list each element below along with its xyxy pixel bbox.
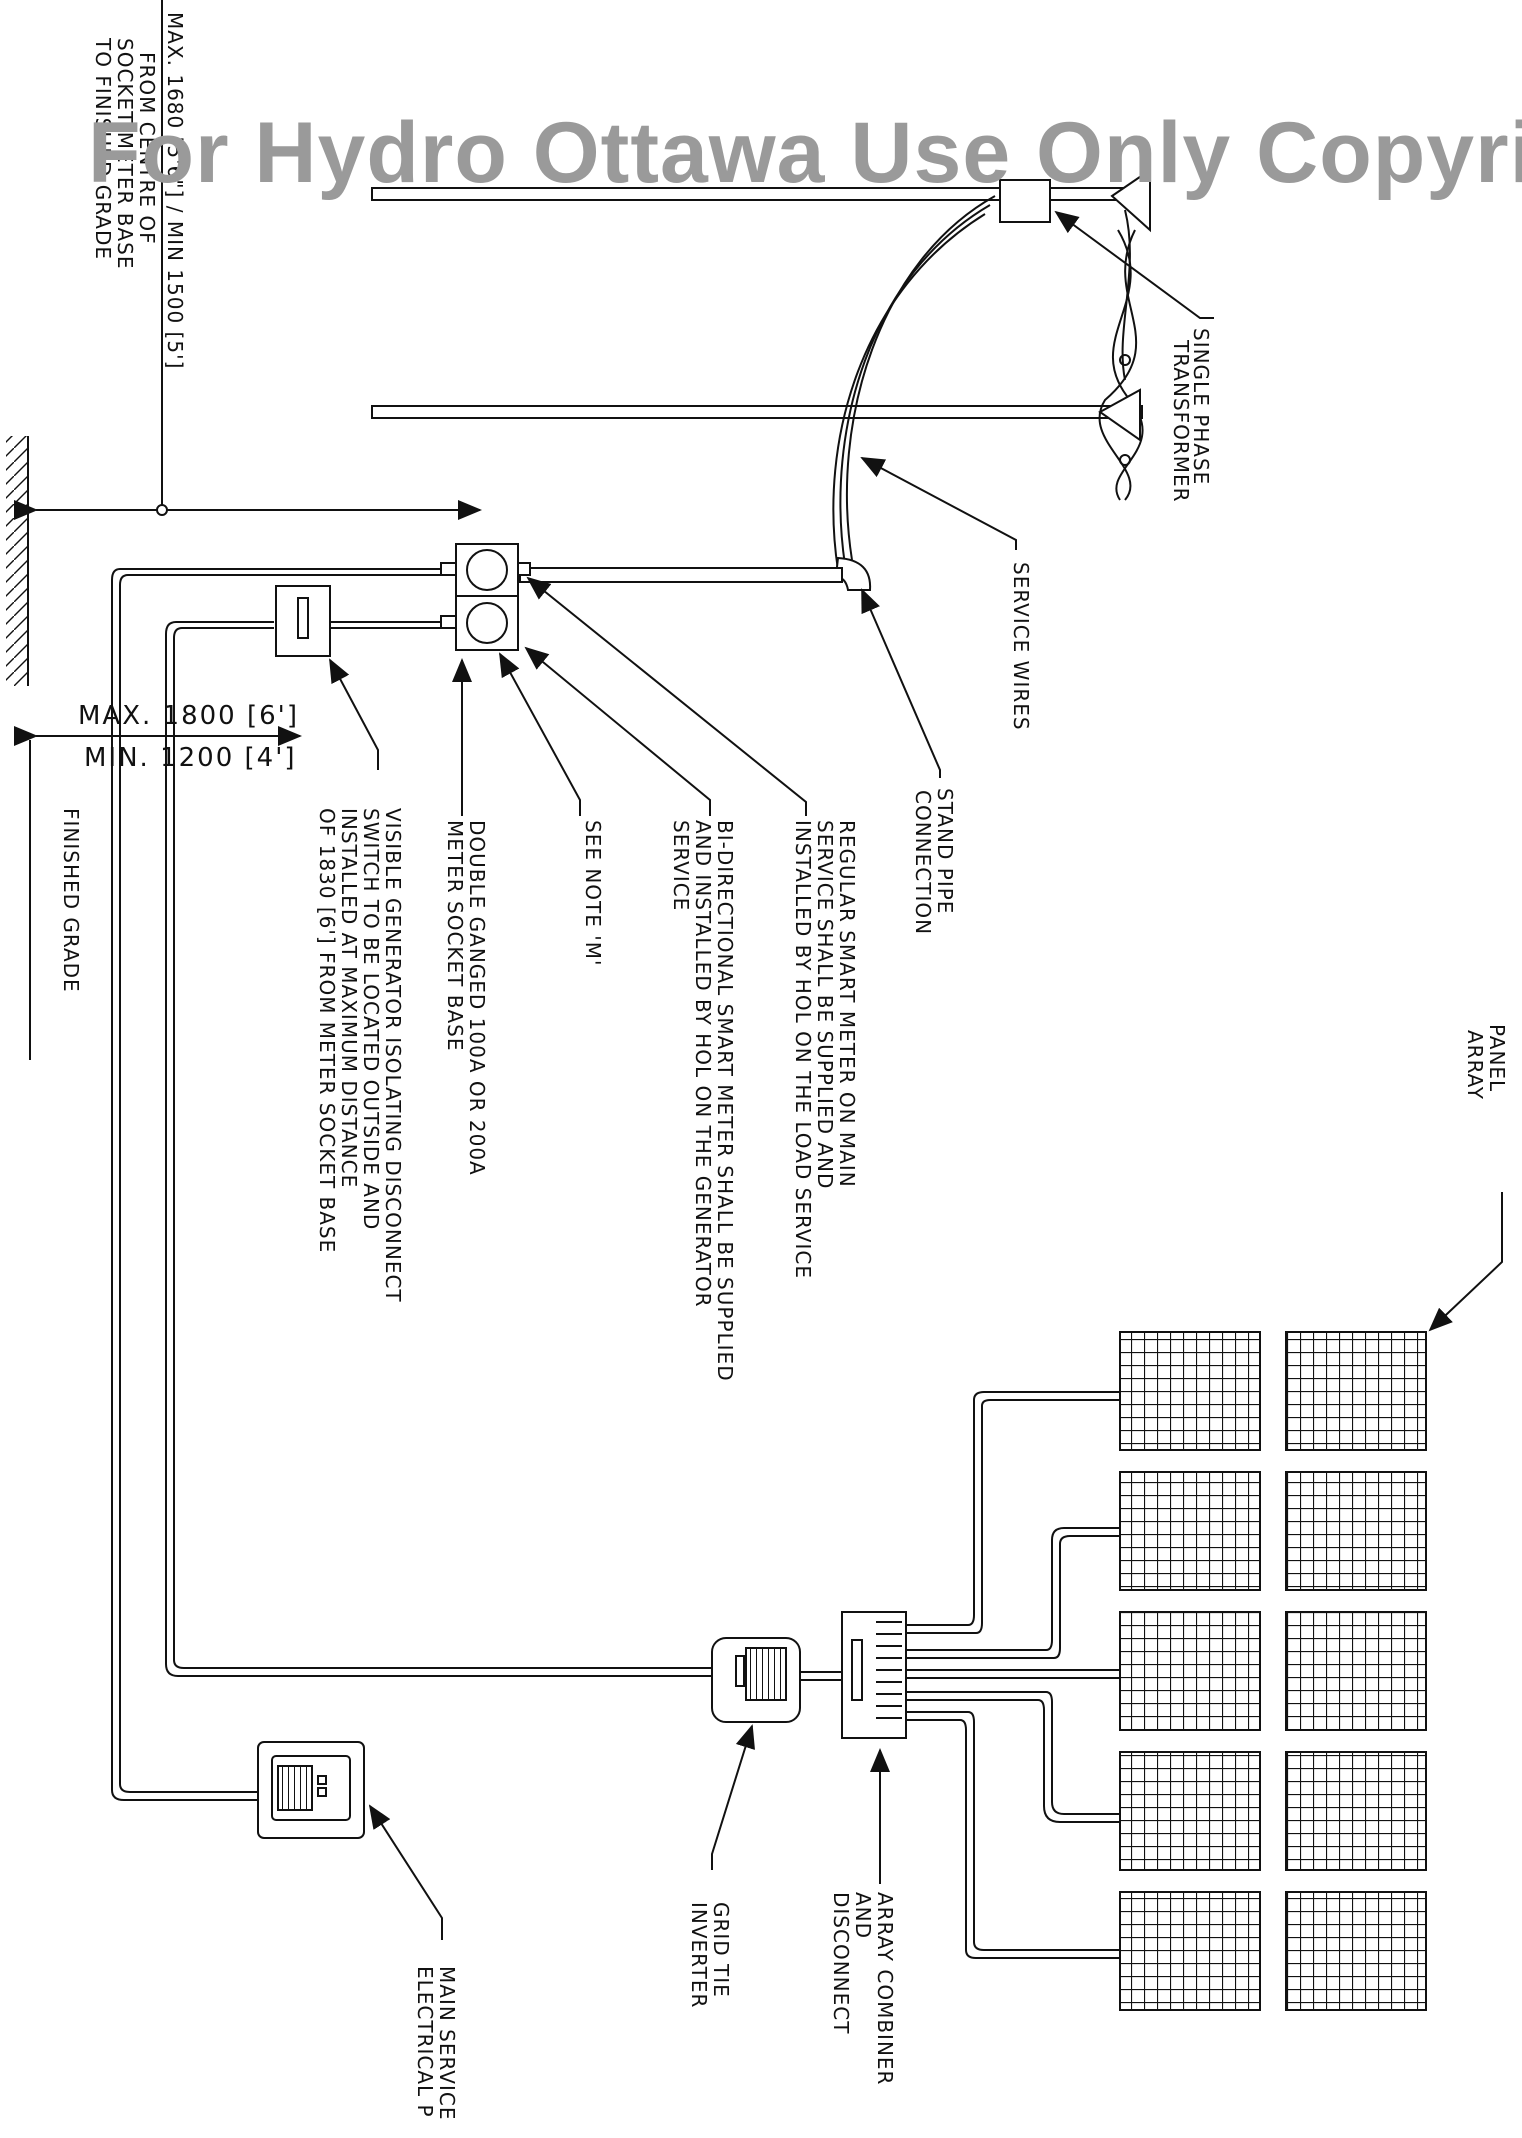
- inverter-label-1: GRID TIE: [709, 1902, 733, 1998]
- disconnect-label-4: OF 1830 [6'] FROM METER SOCKET BASE: [315, 808, 339, 1253]
- combiner-label-2: AND: [851, 1892, 875, 1939]
- regular-meter-label-3: INSTALLED BY HOL ON THE LOAD SERVICE: [791, 820, 815, 1279]
- meter-height-dimension: [14, 0, 482, 520]
- disconnect-label-1: VISIBLE GENERATOR ISOLATING DISCONNECT: [381, 808, 405, 1303]
- bidirectional-meter-label-2: AND INSTALLED BY HOL ON THE GENERATOR: [691, 820, 715, 1308]
- transformer-label-2: TRANSFORMER: [1169, 339, 1193, 503]
- transformer-label-1: SINGLE PHASE: [1189, 328, 1213, 485]
- inverter-label-2: INVERTER: [687, 1902, 711, 2008]
- bidirectional-meter-label-3: SERVICE: [669, 820, 693, 911]
- finished-grade-label: FINISHED GRADE: [59, 808, 83, 993]
- height-note-line-4: TO FINISHED GRADE: [91, 37, 115, 260]
- main-panel-label-1: MAIN SERVICE: [435, 1966, 459, 2120]
- double-ganged-meter-socket-base: [440, 543, 531, 651]
- max-height-label: MAX. 1800 [6']: [78, 701, 299, 731]
- service-wires: [832, 195, 996, 571]
- disconnect-label-3: INSTALLED AT MAXIMUM DISTANCE: [337, 808, 361, 1188]
- pv-panel-array: [1119, 1331, 1427, 2011]
- height-note-line-3: SOCKET METER BASE: [113, 38, 137, 269]
- single-phase-transformer: [999, 168, 1151, 501]
- socket-base-label-1: DOUBLE GANGED 100A OR 200A: [465, 820, 489, 1176]
- height-note-line-2: FROM CENTRE OF: [135, 52, 159, 245]
- stand-pipe-connection: [519, 556, 872, 591]
- min-height-label: MIN. 1200 [4']: [84, 743, 297, 773]
- height-note-line-1: MAX. 1680 [5'6"] / MIN 1500 [5']: [163, 12, 187, 369]
- labels: MAX. 1680 [5'6"] / MIN 1500 [5'] FROM CE…: [59, 12, 1509, 2120]
- grid-tie-inverter: [711, 1637, 801, 1723]
- stand-pipe-label-1: STAND PIPE: [933, 788, 957, 914]
- conduits: [111, 568, 842, 1801]
- leader-lines: [329, 210, 1503, 1940]
- regular-meter-label-2: SERVICE SHALL BE SUPPLIED AND: [813, 820, 837, 1189]
- main-service-panel: [257, 1741, 365, 1839]
- stand-pipe-label-2: CONNECTION: [911, 790, 935, 935]
- socket-base-label-2: METER SOCKET BASE: [443, 820, 467, 1051]
- panel-array-label-2: ARRAY: [1463, 1030, 1487, 1100]
- array-combiner-disconnect: [841, 1611, 907, 1739]
- service-wires-label: SERVICE WIRES: [1009, 562, 1033, 731]
- generator-disconnect-switch: [275, 585, 331, 657]
- copyright-watermark: For Hydro Ottawa Use Only Copyright 2016: [88, 105, 1522, 201]
- main-panel-label-2: ELECTRICAL P: [413, 1966, 437, 2118]
- ground-hatch: [6, 436, 29, 686]
- panel-array-label-1: PANEL: [1485, 1024, 1509, 1092]
- combiner-label-1: ARRAY COMBINER: [873, 1892, 897, 2085]
- see-note-label: SEE NOTE 'M': [581, 820, 605, 967]
- regular-meter-label-1: REGULAR SMART METER ON MAIN: [835, 820, 859, 1188]
- disconnect-label-2: SWITCH TO BE LOCATED OUTSIDE AND: [359, 808, 383, 1230]
- array-wiring: [906, 1391, 1120, 1959]
- bidirectional-meter-label-1: BI-DIRECTIONAL SMART METER SHALL BE SUPP…: [713, 820, 737, 1382]
- combiner-label-3: DISCONNECT: [829, 1892, 853, 2034]
